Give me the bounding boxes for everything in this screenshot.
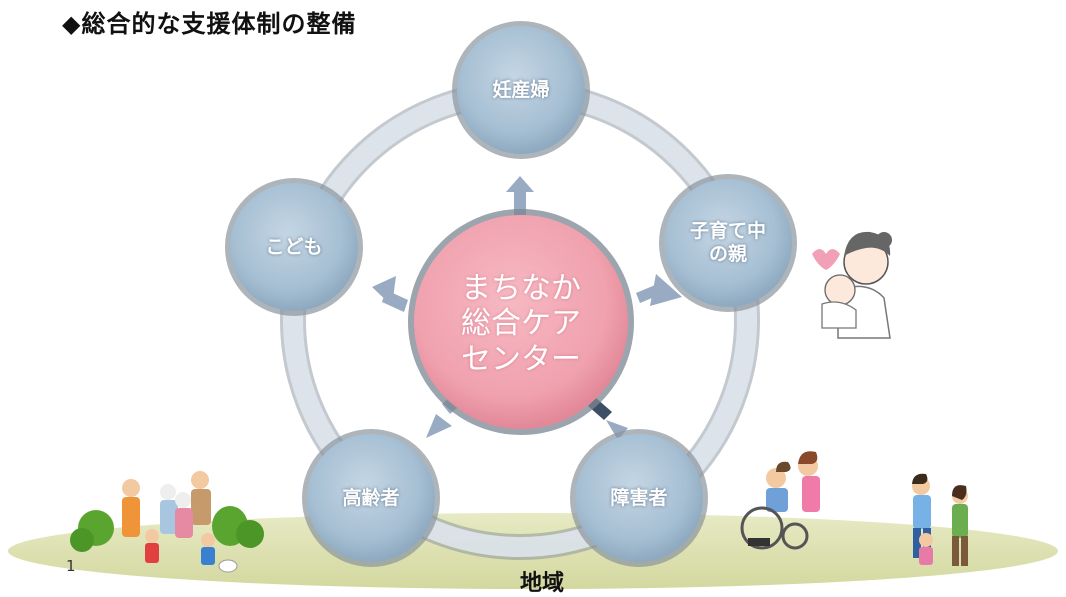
node-children — [225, 178, 363, 316]
walking-family-illustration — [912, 473, 968, 566]
node-disabled — [570, 429, 708, 567]
mother-baby-illustration — [812, 231, 892, 339]
arrow-left — [372, 276, 408, 312]
node-elderly — [302, 429, 440, 567]
node-pregnant — [452, 21, 590, 159]
wheelchair-illustration — [740, 451, 820, 550]
page-number: 1 — [66, 557, 76, 575]
region-label: 地域 — [519, 571, 564, 596]
node-parents — [659, 174, 797, 312]
center-node — [408, 209, 634, 435]
arrow-right — [636, 274, 682, 306]
page-title: ◆総合的な支援体制の整備 — [62, 10, 357, 38]
family-illustration — [70, 471, 264, 573]
